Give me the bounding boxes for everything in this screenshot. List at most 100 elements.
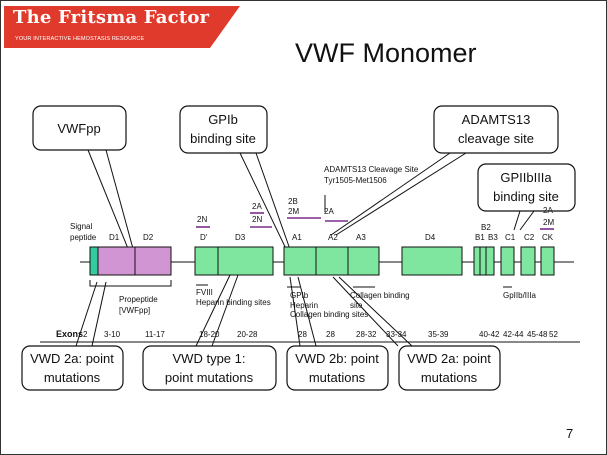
domain-signal-label-line1: Signal xyxy=(70,222,92,231)
exon-value: 20-28 xyxy=(237,330,258,339)
logo: The Fritsma Factor YOUR INTERACTIVE HEMO… xyxy=(4,6,240,48)
cleavage-site-label-line1: ADAMTS13 Cleavage Site xyxy=(324,165,419,174)
fviii-label: FVIII xyxy=(196,288,213,297)
domain-d1-block xyxy=(97,246,136,276)
callout-gpiibiiia: GPIIbIIIa binding site xyxy=(477,163,576,231)
exon-value: 18-20 xyxy=(199,330,220,339)
domain-ck-label: CK xyxy=(542,233,554,242)
callout-vwd2a-left: VWD 2a: point mutations xyxy=(21,281,124,391)
callout-vwd2a-right-line2: mutations xyxy=(421,370,478,385)
callout-vwd2a-left-line2: mutations xyxy=(44,370,101,385)
collagen-site-label-line2: site xyxy=(350,301,363,310)
domain-ck-block xyxy=(540,246,555,276)
domain-c2-block xyxy=(520,246,536,276)
domain-b2-block xyxy=(479,246,487,276)
domain-b1-block xyxy=(473,246,481,276)
domain-d1-label: D1 xyxy=(109,233,120,242)
domain-signal-label-line2: peptide xyxy=(70,233,97,242)
exon-value: 45-48 xyxy=(527,330,548,339)
exon-value: 2 xyxy=(83,330,88,339)
exon-value: 33-34 xyxy=(386,330,407,339)
logo-tagline: YOUR INTERACTIVE HEMOSTASIS RESOURCE xyxy=(15,36,145,42)
callout-gpib: GPIb binding site xyxy=(179,105,293,256)
domain-blocks xyxy=(89,246,555,276)
exon-value: 28 xyxy=(298,330,307,339)
domain-c1-label: C1 xyxy=(505,233,516,242)
callout-gpib-line1: GPIb xyxy=(208,112,238,127)
callout-gpiibiiia-line2: binding site xyxy=(493,189,559,204)
domain-b1-label: B1 xyxy=(475,233,485,242)
domain-labels: Signal peptide D1 D2 D' D3 A1 A2 A3 D4 B… xyxy=(70,222,554,242)
cleavage-site-label-line2: Tyr1505-Met1506 xyxy=(324,176,387,185)
callout-vwd1-line2: point mutations xyxy=(165,370,254,385)
domain-a1-block xyxy=(283,246,317,276)
subtype-2b-a1: 2B xyxy=(288,197,298,206)
collagen-site-label-line1: Collagen binding xyxy=(350,291,410,300)
subtype-2n-d3: 2N xyxy=(252,215,262,224)
exon-value: 11-17 xyxy=(145,330,165,339)
callout-adamts13: ADAMTS13 cleavage site xyxy=(330,105,559,236)
domain-d3-label: D3 xyxy=(235,233,246,242)
callout-vwd2b: VWD 2b: point mutations xyxy=(286,276,389,391)
page-number: 7 xyxy=(566,426,574,441)
callout-vwd1: VWD type 1: point mutations xyxy=(142,274,277,391)
exon-value: 28 xyxy=(326,330,335,339)
logo-name: The Fritsma Factor xyxy=(13,7,210,28)
domain-c1-block xyxy=(500,246,515,276)
gpiibiiia-small-label: GpIIb/IIIa xyxy=(503,291,536,300)
callout-vwd2a-right: VWD 2a: point mutations xyxy=(332,276,501,391)
domain-dprime-label: D' xyxy=(200,233,208,242)
domain-c2-label: C2 xyxy=(524,233,535,242)
propeptide-bracket xyxy=(89,280,172,287)
exons-label: Exons xyxy=(56,329,83,339)
domain-a2-label: A2 xyxy=(328,233,338,242)
domain-b3-label: B3 xyxy=(488,233,498,242)
subtype-2n-dprime: 2N xyxy=(197,215,207,224)
subtype-2a-d3: 2A xyxy=(252,202,262,211)
callout-vwd2a-right-line1: VWD 2a: point xyxy=(407,351,491,366)
callout-vwd2a-left-line1: VWD 2a: point xyxy=(30,351,114,366)
collagen-binding-sites-label: Collagen binding sites xyxy=(290,310,368,319)
subtype-2a-ck: 2A xyxy=(543,206,553,215)
domain-d4-block xyxy=(401,246,463,276)
propeptide-label-line2: [VWFpp] xyxy=(119,306,150,315)
domain-a2-block xyxy=(315,246,349,276)
domain-dprime-block xyxy=(194,246,219,276)
domain-a1-label: A1 xyxy=(292,233,302,242)
domain-d2-label: D2 xyxy=(143,233,154,242)
exon-value: 28-32 xyxy=(356,330,377,339)
callout-adamts13-line1: ADAMTS13 xyxy=(462,112,531,127)
exon-row: Exons 2 3-10 11-17 18-20 20-28 28 28 28-… xyxy=(40,329,580,343)
exon-value: 35-39 xyxy=(428,330,449,339)
exon-value: 3-10 xyxy=(104,330,121,339)
callout-vwfpp-text: VWFpp xyxy=(57,121,100,136)
subtype-2a-a2: 2A xyxy=(324,207,334,216)
logo-banner xyxy=(4,6,240,48)
subtype-2m-ck: 2M xyxy=(543,218,554,227)
callout-vwd2b-line1: VWD 2b: point xyxy=(295,351,379,366)
propeptide-label-line1: Propeptide xyxy=(119,295,158,304)
callout-vwfpp: VWFpp xyxy=(32,105,136,257)
callout-vwd2b-line2: mutations xyxy=(309,370,366,385)
callout-gpib-line2: binding site xyxy=(190,131,256,146)
callout-gpiibiiia-line1: GPIIbIIIa xyxy=(500,170,552,185)
subtype-2m-a1: 2M xyxy=(288,207,299,216)
exon-value: 42-44 xyxy=(503,330,524,339)
gpib-small-label: GPIb xyxy=(290,291,309,300)
slide-title: VWF Monomer xyxy=(295,38,477,68)
domain-d4-label: D4 xyxy=(425,233,436,242)
domain-b2-label: B2 xyxy=(481,223,491,232)
domain-d3-block xyxy=(217,246,274,276)
callout-vwd1-line1: VWD type 1: xyxy=(173,351,246,366)
subtype-bars: 2N 2A 2N 2B 2M 2A 2A 2M xyxy=(196,197,554,230)
exon-value: 52 xyxy=(549,330,558,339)
exon-value: 40-42 xyxy=(479,330,500,339)
domain-signal-block xyxy=(89,246,99,276)
domain-b3-block xyxy=(485,246,495,276)
domain-a3-block xyxy=(347,246,380,276)
callout-adamts13-line2: cleavage site xyxy=(458,131,534,146)
domain-d2-block xyxy=(134,246,172,276)
heparin-small-label: Heparin xyxy=(290,301,318,310)
